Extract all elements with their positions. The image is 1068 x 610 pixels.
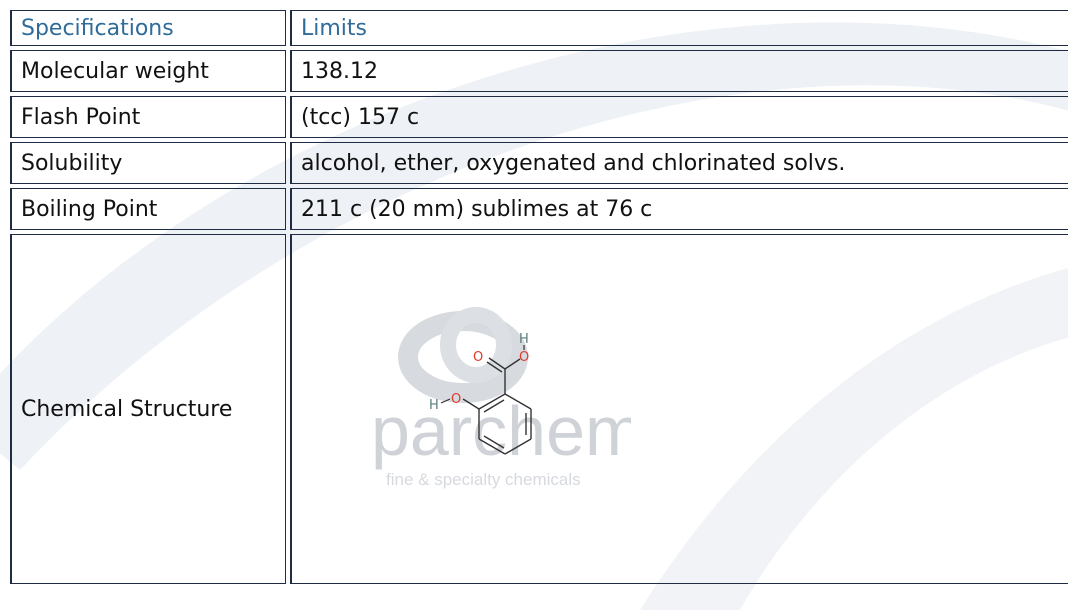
header-specifications: Specifications bbox=[10, 10, 286, 46]
atom-hydrogen-acid: H bbox=[519, 332, 529, 347]
table-row-chemical-structure: Chemical Structure parchem fine & specia… bbox=[10, 234, 1068, 584]
row-label-flash-point: Flash Point bbox=[10, 96, 286, 138]
benzene-ring bbox=[478, 393, 532, 455]
row-value-flash-point: (tcc) 157 c bbox=[290, 96, 1068, 138]
atom-hydrogen-phenol: H bbox=[429, 398, 439, 413]
row-label-solubility: Solubility bbox=[10, 142, 286, 184]
logo-tagline-text: fine & specialty chemicals bbox=[386, 470, 581, 489]
row-value-molecular-weight: 138.12 bbox=[290, 50, 1068, 92]
table-row: Molecular weight 138.12 bbox=[10, 50, 1068, 92]
chemical-structure-cell: parchem fine & specialty chemicals bbox=[290, 234, 1068, 584]
row-label-boiling-point: Boiling Point bbox=[10, 188, 286, 230]
table-header-row: Specifications Limits bbox=[10, 10, 1068, 46]
atom-oxygen-phenol: O bbox=[451, 392, 461, 407]
logo-brand-text: parchem bbox=[371, 392, 631, 470]
atom-oxygen-carbonyl: O bbox=[473, 350, 483, 365]
row-value-boiling-point: 211 c (20 mm) sublimes at 76 c bbox=[290, 188, 1068, 230]
specifications-table: Specifications Limits Molecular weight 1… bbox=[6, 6, 1068, 588]
parchem-logo-watermark: parchem fine & specialty chemicals bbox=[371, 307, 631, 489]
atom-oxygen-hydroxyl: O bbox=[519, 350, 529, 365]
table-row: Boiling Point 211 c (20 mm) sublimes at … bbox=[10, 188, 1068, 230]
header-limits: Limits bbox=[290, 10, 1068, 46]
structure-container: parchem fine & specialty chemicals bbox=[301, 235, 1068, 583]
row-label-chemical-structure: Chemical Structure bbox=[10, 234, 286, 584]
table-row: Flash Point (tcc) 157 c bbox=[10, 96, 1068, 138]
table-row: Solubility alcohol, ether, oxygenated an… bbox=[10, 142, 1068, 184]
salicylic-acid-structure: O O H O H bbox=[429, 332, 532, 455]
row-label-molecular-weight: Molecular weight bbox=[10, 50, 286, 92]
carboxyl-bonds bbox=[462, 357, 521, 410]
row-value-solubility: alcohol, ether, oxygenated and chlorinat… bbox=[290, 142, 1068, 184]
